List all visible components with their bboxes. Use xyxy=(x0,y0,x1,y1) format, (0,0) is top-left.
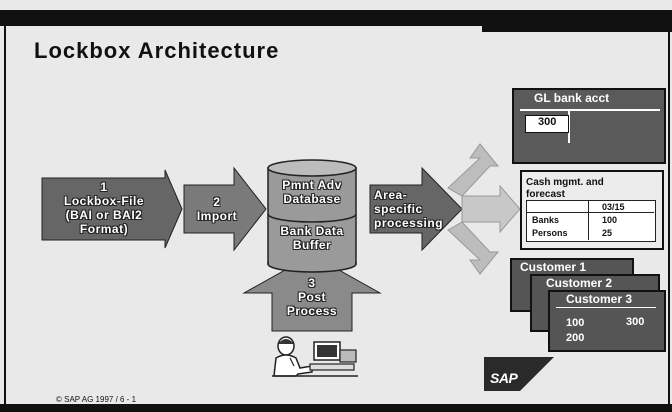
customer-value-300: 300 xyxy=(626,316,645,328)
cash-row-banks-value: 100 xyxy=(602,215,618,225)
step-1-line-1: Lockbox-File xyxy=(63,194,144,208)
post-process-label: 3 Post Process xyxy=(272,276,352,318)
post-process-arrow xyxy=(242,254,382,332)
customer-value-100: 100 xyxy=(566,317,585,329)
area-line-2: specific xyxy=(374,202,423,216)
import-arrow xyxy=(183,166,267,252)
user-at-computer-icon xyxy=(272,336,358,377)
area-line-1: Area- xyxy=(374,188,408,202)
customer-1-title: Customer 1 xyxy=(520,260,587,274)
gl-t-account-line xyxy=(520,109,660,111)
top-bar-notch xyxy=(482,26,672,32)
top-bar xyxy=(0,10,672,26)
customer-3-card xyxy=(548,290,666,352)
area-processing-arrow xyxy=(369,166,463,252)
customer-3-rule xyxy=(556,307,656,308)
customer-3-title: Customer 3 xyxy=(566,292,633,306)
database-bottom-label: Bank Data Buffer xyxy=(268,224,356,252)
gl-value: 300 xyxy=(538,116,557,128)
gl-bank-account-title: GL bank acct xyxy=(534,91,610,105)
area-processing-label: Area- specific processing xyxy=(374,188,464,230)
customer-2-title: Customer 2 xyxy=(546,276,613,290)
cash-row-persons-value: 25 xyxy=(602,228,613,238)
step-2-number: 2 xyxy=(213,195,221,209)
cash-title-line-2: forecast xyxy=(526,189,565,200)
cash-table-rule xyxy=(526,212,654,213)
cash-date: 03/15 xyxy=(602,202,625,212)
fan-out-up-arrow xyxy=(447,143,500,197)
step-3-line-1: Post xyxy=(297,290,326,304)
cash-title-line-1: Cash mgmt. and xyxy=(526,177,604,188)
database-top-line-2: Database xyxy=(283,192,341,206)
step-1-line-2: (BAI or BAI2 xyxy=(65,208,143,222)
database-top-label: Pmnt Adv Database xyxy=(268,178,356,206)
cash-table xyxy=(526,200,656,242)
step-1-number: 1 xyxy=(100,180,108,194)
sap-logo-text: SAP xyxy=(490,370,518,386)
step-3-line-2: Process xyxy=(286,304,338,318)
footer-copyright: © SAP AG 1997 / 6 - 1 xyxy=(56,395,137,404)
fan-out-down-arrow xyxy=(447,221,500,275)
gl-value-box xyxy=(525,115,569,133)
lockbox-file-arrow xyxy=(41,169,183,249)
customer-value-200: 200 xyxy=(566,332,585,344)
import-label: 2 Import xyxy=(184,195,250,223)
database-bottom-line-2: Buffer xyxy=(292,238,332,252)
step-1-line-3: Format) xyxy=(79,222,129,236)
bottom-bar xyxy=(0,404,672,412)
step-2-text: Import xyxy=(196,209,238,223)
cash-row-persons-label: Persons xyxy=(532,228,568,238)
gl-t-account-divider xyxy=(568,109,570,143)
slide-title: Lockbox Architecture xyxy=(34,38,280,63)
database-top-line-1: Pmnt Adv xyxy=(282,178,342,192)
left-border xyxy=(4,26,6,406)
step-3-number: 3 xyxy=(308,276,316,290)
area-line-3: processing xyxy=(374,216,444,230)
sap-logo-icon xyxy=(484,357,554,391)
cash-row-banks-label: Banks xyxy=(532,215,560,225)
fan-out-right-arrow xyxy=(461,184,521,234)
database-bottom-line-1: Bank Data xyxy=(280,224,344,238)
cash-table-divider xyxy=(588,200,589,240)
database-cylinder xyxy=(267,159,357,273)
lockbox-file-label: 1 Lockbox-File (BAI or BAI2 Format) xyxy=(42,180,166,236)
right-border xyxy=(668,26,670,406)
